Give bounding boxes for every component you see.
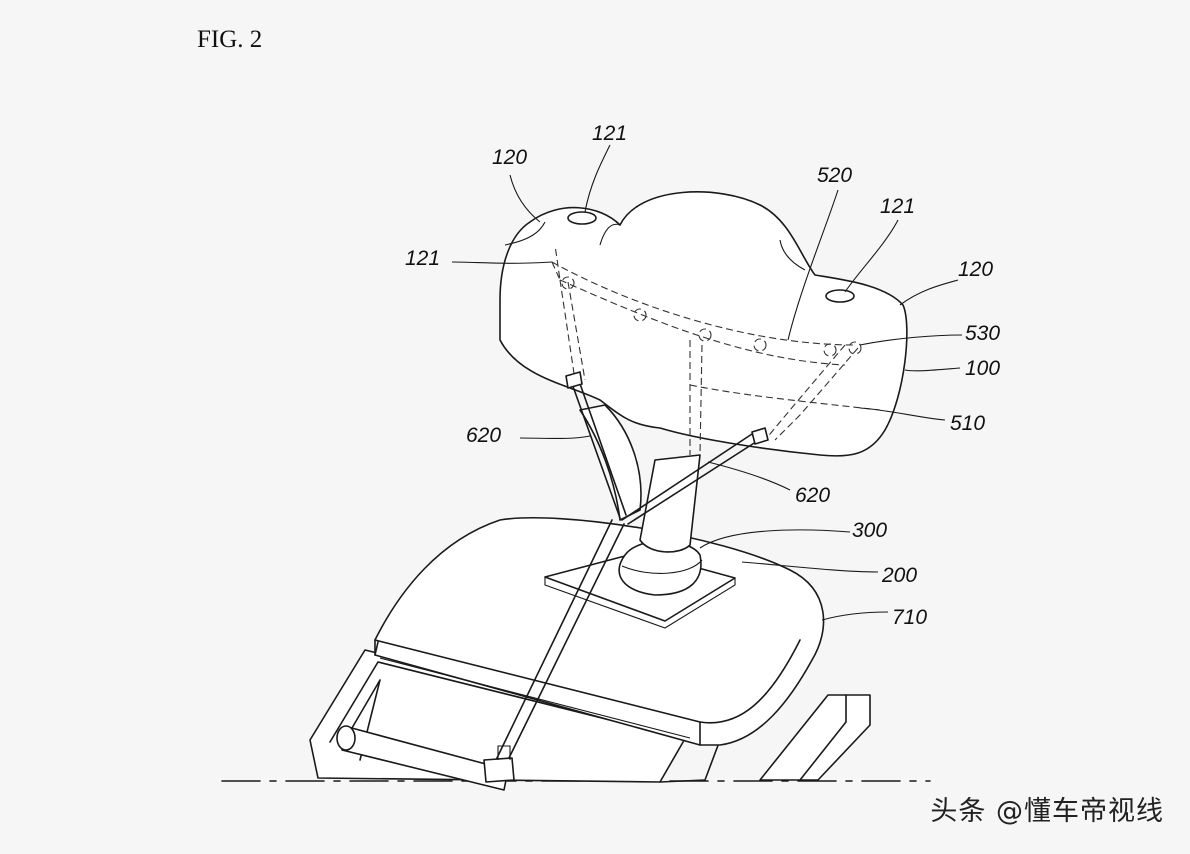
label-120-left: 120 — [492, 146, 527, 169]
label-530: 530 — [965, 322, 1000, 345]
label-120-right: 120 — [958, 258, 993, 281]
label-520: 520 — [817, 164, 852, 187]
label-121-top: 121 — [592, 122, 627, 145]
label-710: 710 — [892, 606, 927, 629]
label-620-left: 620 — [466, 424, 501, 447]
label-510: 510 — [950, 412, 985, 435]
label-100: 100 — [965, 357, 1000, 380]
headrest-body — [499, 191, 908, 521]
label-121-left: 121 — [405, 247, 440, 270]
label-121-right: 121 — [880, 195, 915, 218]
base-block — [759, 694, 871, 781]
straps — [483, 371, 769, 783]
reference-labels: 121 120 121 520 121 120 530 100 510 620 … — [405, 122, 1000, 629]
watermark: 头条 @懂车帝视线 — [930, 796, 1164, 827]
internal-frame — [551, 244, 881, 456]
figure-title: FIG. 2 — [197, 26, 263, 53]
label-620-right: 620 — [795, 484, 830, 507]
label-200: 200 — [881, 564, 917, 587]
leader-lines — [451, 144, 963, 621]
label-300: 300 — [852, 519, 887, 542]
seat-frame — [309, 649, 721, 791]
